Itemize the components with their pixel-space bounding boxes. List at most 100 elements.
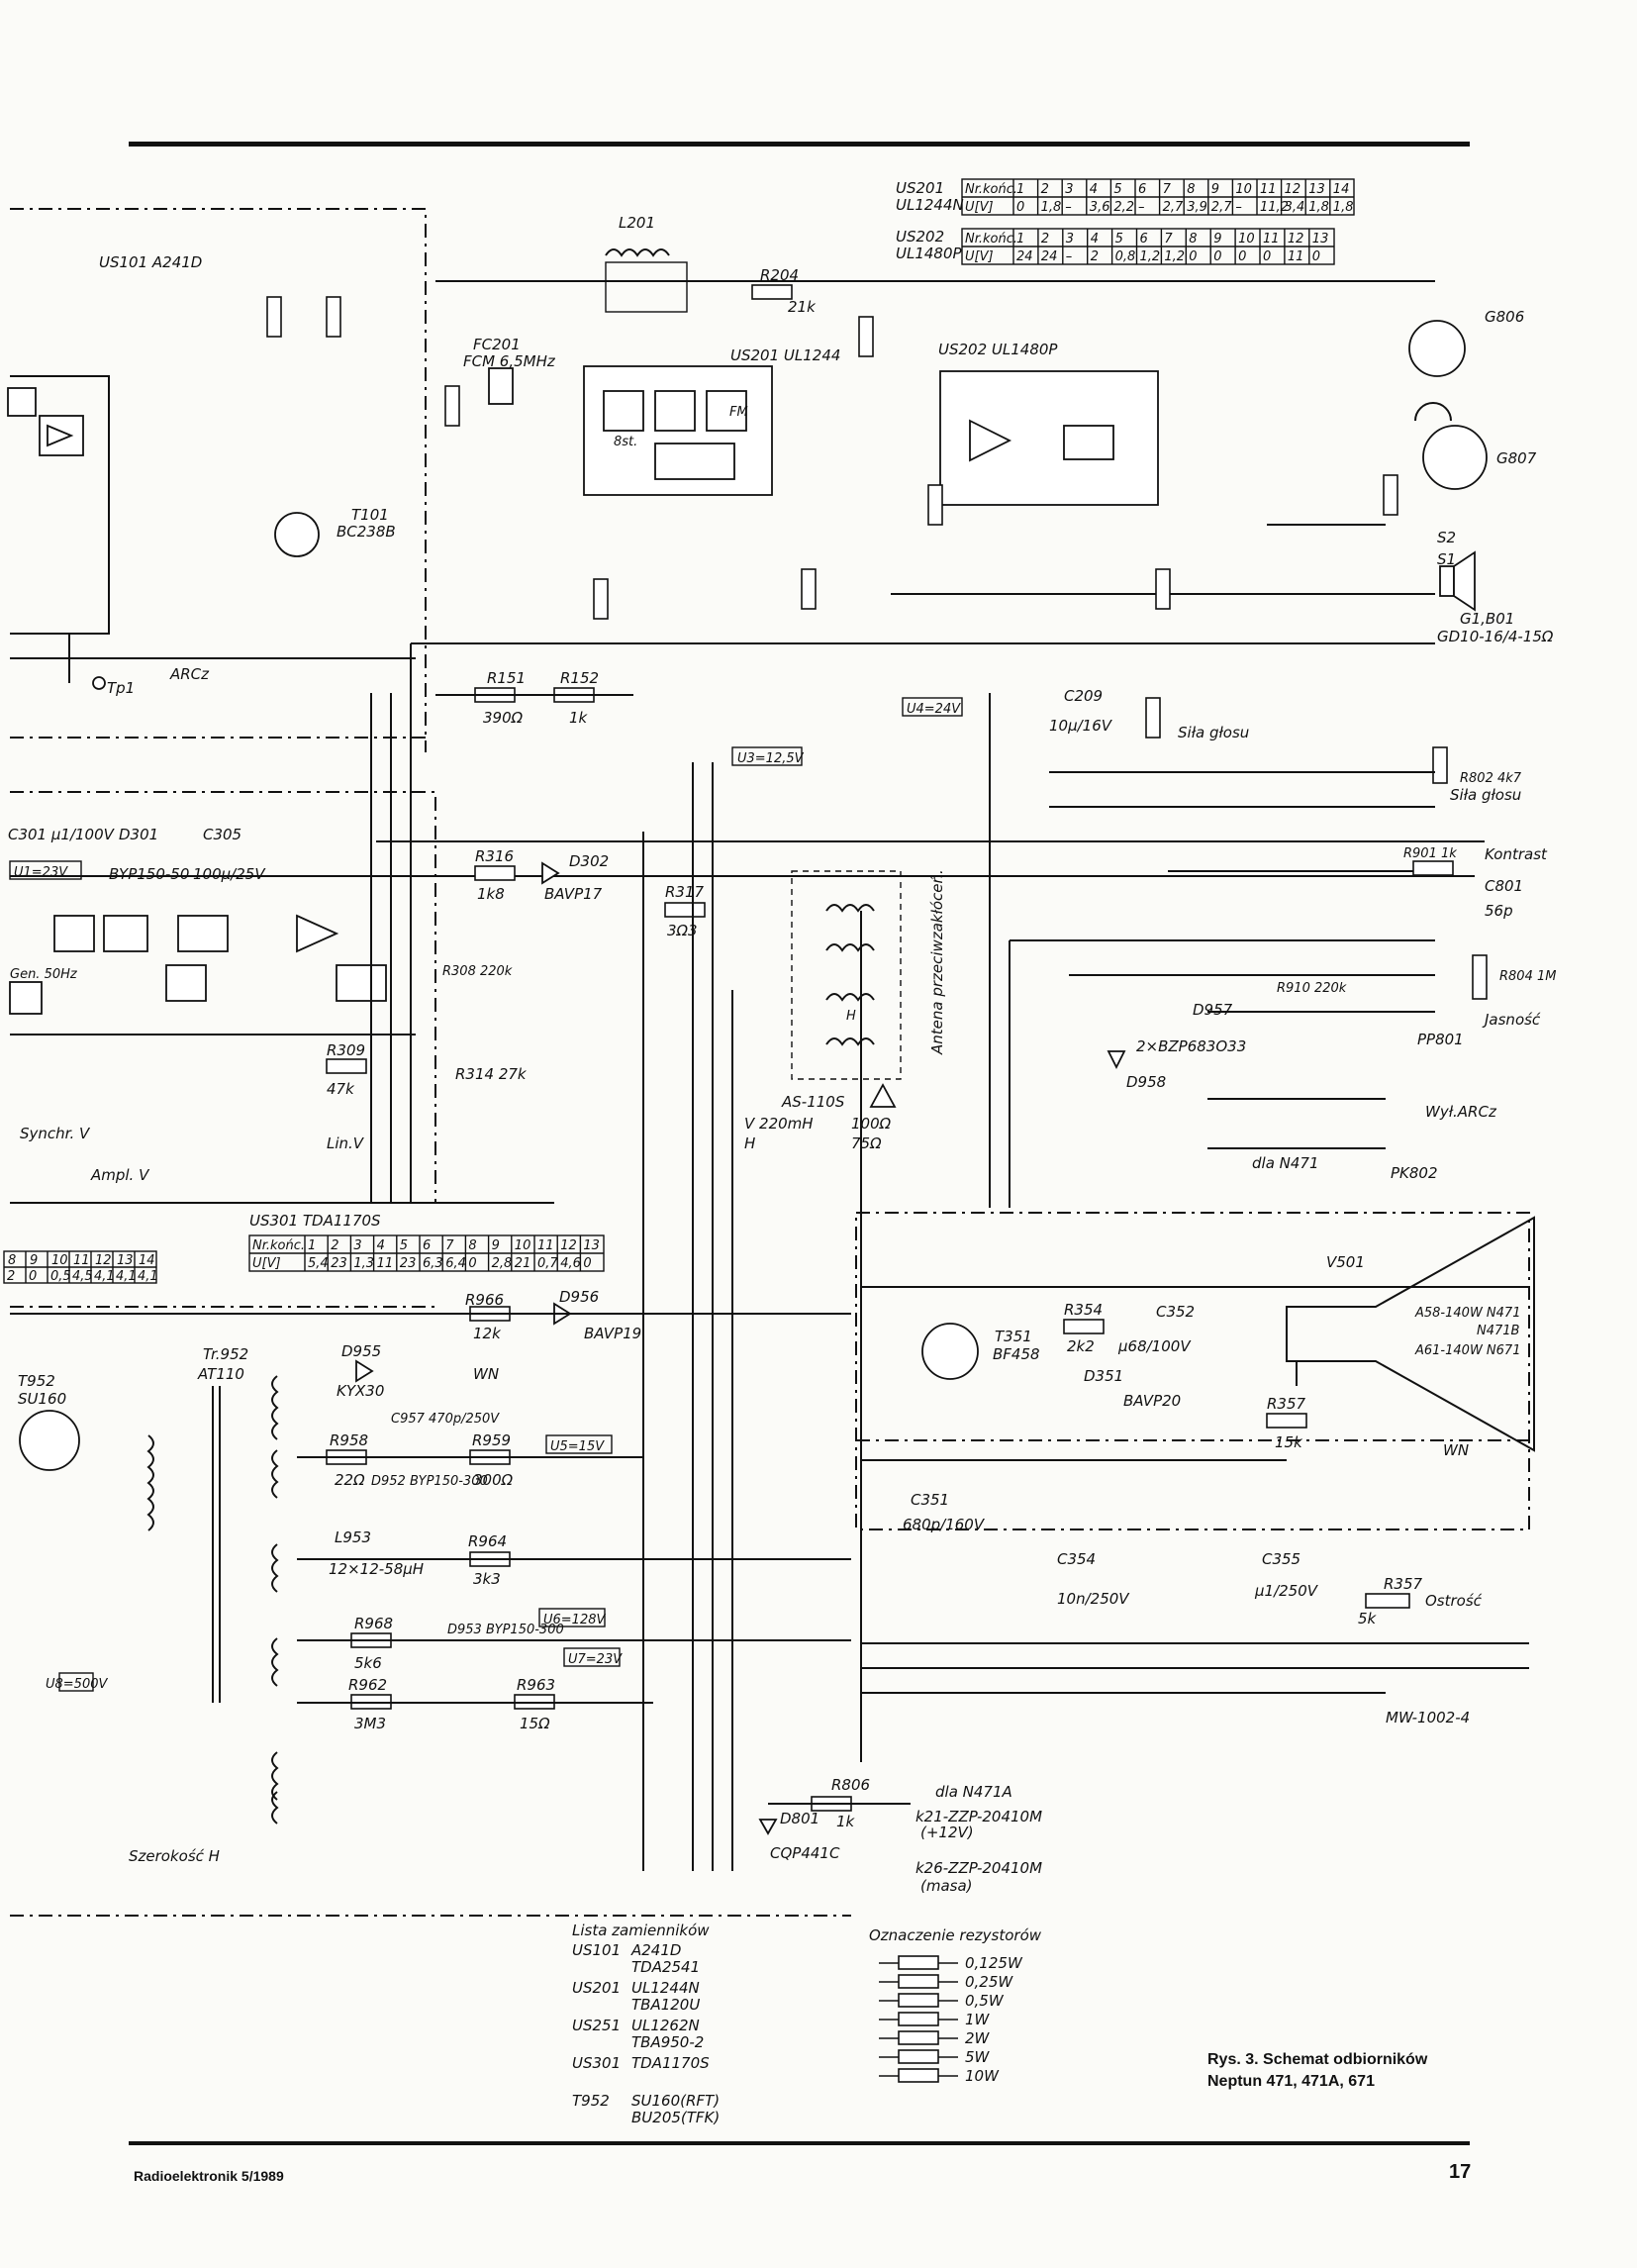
replacement-part: US301 — [572, 2054, 621, 2072]
svg-text:D801: D801 — [780, 1810, 819, 1827]
svg-text:1k: 1k — [836, 1813, 856, 1830]
replacement-part: US251 — [572, 2017, 621, 2034]
svg-text:R962: R962 — [348, 1676, 387, 1694]
table-cell: 10 — [1235, 182, 1252, 197]
label-jasnosc: Jasność — [1482, 1011, 1541, 1029]
label-su160: SU160 — [18, 1390, 66, 1408]
svg-text:1k: 1k — [569, 709, 589, 727]
label-l201: L201 — [619, 214, 655, 232]
table-cell: 1,8 — [1041, 200, 1062, 215]
svg-text:(masa): (masa) — [920, 1877, 973, 1895]
table-cell: 7 — [445, 1238, 454, 1253]
crt-board-boundary — [855, 1212, 1530, 1530]
svg-text:H: H — [744, 1134, 755, 1152]
label-crt-type-2: N471B — [1477, 1324, 1520, 1338]
label-speaker-type: GD10-16/4-15Ω — [1437, 628, 1554, 645]
label-fcm: FCM 6,5MHz — [463, 352, 556, 370]
table-cell: 2 — [1091, 249, 1099, 264]
svg-text:21k: 21k — [788, 298, 817, 316]
tag-u5 — [545, 1434, 613, 1454]
svg-text:C301 μ1/100V: C301 μ1/100V — [8, 826, 116, 843]
svg-text:R354: R354 — [1064, 1301, 1103, 1319]
svg-text:U1=23V: U1=23V — [14, 865, 68, 880]
table-cell: 8 — [468, 1238, 476, 1253]
tag-u1 — [9, 860, 82, 880]
warning-icon — [869, 1083, 897, 1108]
table-cell: 5 — [400, 1238, 408, 1253]
table-cell: 11 — [1288, 249, 1304, 264]
svg-text:R308 220k: R308 220k — [442, 964, 513, 979]
svg-text:KYX30: KYX30 — [337, 1382, 384, 1400]
table-cell: 10 — [51, 1253, 68, 1268]
svg-text:R309: R309 — [327, 1041, 365, 1059]
transistor-t101 — [274, 512, 320, 557]
replacement-alternative: TBA120U — [631, 1996, 700, 2014]
table-cell: 9 — [1211, 182, 1219, 197]
label-us101: US101 A241D — [99, 253, 202, 271]
figure-caption: Rys. 3. Schemat odbiorników Neptun 471, … — [1207, 2049, 1427, 2093]
svg-text:k26-ZZP-20410M: k26-ZZP-20410M — [915, 1859, 1042, 1877]
resistor-symbol — [898, 2049, 939, 2064]
svg-text:V 220mH: V 220mH — [744, 1115, 814, 1133]
resistor-symbol — [898, 1993, 939, 2008]
label-us201: US201 UL1244 — [730, 346, 840, 364]
label-bc238b: BC238B — [337, 523, 396, 541]
svg-text:75Ω: 75Ω — [851, 1134, 882, 1152]
svg-text:R966: R966 — [465, 1291, 504, 1309]
diode-d801 — [758, 1819, 778, 1835]
svg-text:R963: R963 — [517, 1676, 555, 1694]
svg-text:12k: 12k — [473, 1325, 502, 1342]
replacement-alternative: BU205(TFK) — [631, 2109, 720, 2126]
table-cell: 9 — [30, 1253, 38, 1268]
pot-jasnosc — [1472, 954, 1488, 1000]
svg-text:C305: C305 — [203, 826, 241, 843]
table-cell: 4 — [1091, 232, 1099, 247]
svg-text:2k2: 2k2 — [1067, 1337, 1095, 1355]
label-ostrosc: Ostrość — [1425, 1592, 1483, 1610]
diode-d958 — [1107, 1050, 1126, 1070]
label-fc201: FC201 — [473, 336, 521, 353]
table-cell: 2 — [331, 1238, 338, 1253]
magazine-footer: Radioelektronik 5/1989 — [134, 2168, 284, 2184]
svg-text:WN: WN — [473, 1365, 499, 1383]
table-cell: 1,8 — [1308, 200, 1329, 215]
table-cell: 10 — [1238, 232, 1255, 247]
table-cell: 8 — [1187, 182, 1195, 197]
svg-text:G806: G806 — [1485, 308, 1524, 326]
svg-text:2×BZP683O33: 2×BZP683O33 — [1136, 1037, 1246, 1055]
table-us201-title: US201 — [896, 179, 944, 197]
table-cell: 11 — [1263, 232, 1280, 247]
svg-text:R964: R964 — [468, 1532, 507, 1550]
table-cell: 4 — [1090, 182, 1098, 197]
svg-text:R806: R806 — [831, 1776, 870, 1794]
table-cell: U[V] — [965, 200, 994, 215]
connector-g806 — [1408, 320, 1466, 377]
table-cell: 3 — [1066, 232, 1074, 247]
table-cell: – — [1138, 200, 1145, 215]
label-kontrast: Kontrast — [1485, 845, 1548, 863]
table-cell: 4,6 — [560, 1256, 581, 1271]
svg-text:R804 1M: R804 1M — [1499, 969, 1556, 984]
svg-text:U7=23V: U7=23V — [568, 1652, 623, 1667]
svg-text:R314 27k: R314 27k — [455, 1065, 528, 1083]
table-cell: 4,1 — [138, 1269, 158, 1284]
svg-text:U4=24V: U4=24V — [907, 702, 961, 717]
label-pp801: PP801 — [1417, 1031, 1464, 1048]
table-cell: 2 — [7, 1269, 15, 1284]
speaker-icon — [1439, 565, 1455, 597]
svg-text:(+12V): (+12V) — [920, 1824, 974, 1841]
svg-text:15Ω: 15Ω — [520, 1715, 550, 1732]
label-antena: Antena przeciwzakłóceń. — [928, 869, 946, 1055]
svg-text:D956: D956 — [559, 1288, 599, 1306]
label-v501: V501 — [1326, 1253, 1365, 1271]
table-cell: 0 — [583, 1256, 591, 1271]
svg-text:U5=15V: U5=15V — [550, 1439, 605, 1454]
label-lin: Lin.V — [327, 1134, 365, 1152]
svg-text:10n/250V: 10n/250V — [1057, 1590, 1130, 1608]
label-dla-n471: dla N471 — [1252, 1154, 1319, 1172]
legend-power-rating: 1W — [965, 2011, 991, 2028]
resistor-symbol — [898, 2012, 939, 2026]
